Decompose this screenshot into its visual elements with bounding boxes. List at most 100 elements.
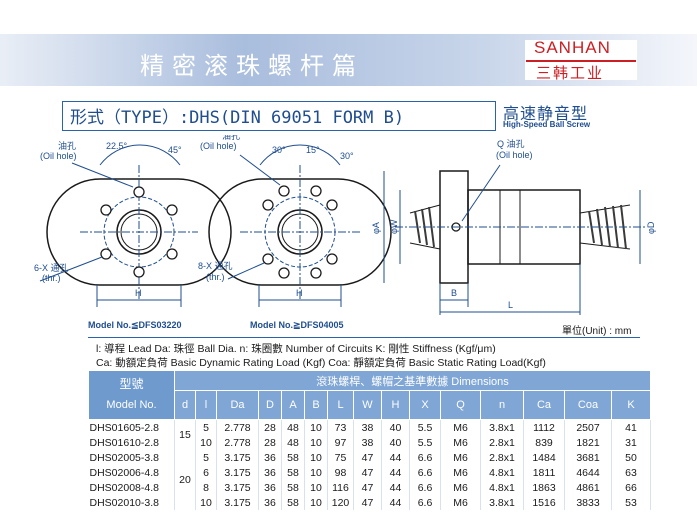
cell-k: 41 xyxy=(611,419,651,435)
table-header-row-1: 型號 Model No. 滾珠螺桿、螺帽之基準數據 Dimensions xyxy=(88,370,651,420)
oil-hole-label-mid-en: (Oil hole) xyxy=(200,141,237,151)
logo-underline xyxy=(526,60,636,62)
side-view-drawing xyxy=(383,164,645,315)
dim-h-left: H xyxy=(135,288,142,298)
cell-ca: 839 xyxy=(523,435,565,450)
cell-q: M6 xyxy=(440,450,481,465)
cell-h: 44 xyxy=(381,450,410,465)
dim-h-middle: H xyxy=(296,288,303,298)
col-header-coa: Coa xyxy=(564,390,612,420)
cell-ca: 1112 xyxy=(523,419,565,435)
cell-l: 120 xyxy=(327,495,354,510)
col-header-l: l xyxy=(195,390,217,420)
cell-coa: 3681 xyxy=(564,450,612,465)
cell-n: 4.8x1 xyxy=(480,465,524,480)
cell-h: 40 xyxy=(381,435,410,450)
logo-text-cn: 三韩工业 xyxy=(536,64,605,82)
col-header-ca: Ca xyxy=(523,390,565,420)
cell-d: 36 xyxy=(258,480,282,495)
cell-model: DHS02010-3.8 xyxy=(88,495,175,510)
cell-a: 58 xyxy=(281,465,305,480)
thru-hole-6x-label: 6-X 通孔 xyxy=(34,263,69,273)
col-header-a: A xyxy=(281,390,305,420)
unit-label: 單位(Unit) : mm xyxy=(562,326,632,337)
angle-30-label-b: 30° xyxy=(340,151,354,161)
cell-k: 63 xyxy=(611,465,651,480)
cell-model: DHS02006-4.8 xyxy=(88,465,175,480)
cell-n: 3.8x1 xyxy=(480,495,524,510)
dim-l: L xyxy=(508,300,513,310)
dimensions-header: 滾珠螺桿、螺帽之基準數據 Dimensions xyxy=(174,370,651,391)
cell-b: 10 xyxy=(304,450,328,465)
cell-q: M6 xyxy=(440,495,481,510)
cell-w: 38 xyxy=(353,435,382,450)
cell-ca: 1484 xyxy=(523,450,565,465)
col-header-d-nut: D xyxy=(258,390,282,420)
model-header-cn: 型號 xyxy=(119,377,144,391)
cell-d: 36 xyxy=(258,495,282,510)
cell-k: 31 xyxy=(611,435,651,450)
page-title: 精密滚珠螺杆篇 xyxy=(140,52,364,80)
cell-q: M6 xyxy=(440,465,481,480)
logo-text-en: SANHAN xyxy=(534,38,611,57)
dim-phi-w: φW xyxy=(389,219,399,234)
cell-b: 10 xyxy=(304,480,328,495)
cell-q: M6 xyxy=(440,419,481,435)
cell-b: 10 xyxy=(304,495,328,510)
type-subtitle-cn: 高速静音型 xyxy=(503,104,589,123)
cell-x: 5.5 xyxy=(409,419,441,435)
col-header-l-len: L xyxy=(327,390,354,420)
flange-drawing-8-hole xyxy=(208,144,392,307)
cell-da: 3.175 xyxy=(216,450,259,465)
cell-da: 3.175 xyxy=(216,480,259,495)
cell-l: 75 xyxy=(327,450,354,465)
cell-d: 36 xyxy=(258,465,282,480)
col-header-w: W xyxy=(353,390,382,420)
cell-coa: 4861 xyxy=(564,480,612,495)
cell-x: 5.5 xyxy=(409,435,441,450)
cell-model: DHS01605-2.8 xyxy=(88,419,175,435)
cell-da: 2.778 xyxy=(216,435,259,450)
angle-45-label: 45° xyxy=(168,145,182,155)
cell-l: 10 xyxy=(195,495,217,510)
cell-ca: 1863 xyxy=(523,480,565,495)
cell-k: 50 xyxy=(611,450,651,465)
cell-ca: 1516 xyxy=(523,495,565,510)
model-no-middle: Model No.≧DFS04005 xyxy=(250,320,344,330)
cell-x: 6.6 xyxy=(409,450,441,465)
cell-w: 38 xyxy=(353,419,382,435)
cell-l: 10 xyxy=(195,435,217,450)
cell-model: DHS01610-2.8 xyxy=(88,435,175,450)
type-header-box xyxy=(62,101,496,131)
cell-l: 5 xyxy=(195,419,217,435)
cell-d: 15 xyxy=(174,419,196,450)
cell-a: 58 xyxy=(281,480,305,495)
cell-da: 3.175 xyxy=(216,465,259,480)
technical-drawings: 油孔 (Oil hole) 22.5° 45° 6-X 通孔 (thr.) H … xyxy=(34,135,656,330)
model-header: 型號 Model No. xyxy=(88,370,175,420)
cell-l: 6 xyxy=(195,465,217,480)
type-header: 形式（TYPE）:DHS(DIN 69051 FORM B) xyxy=(70,108,405,128)
col-header-q: Q xyxy=(440,390,481,420)
cell-d: 36 xyxy=(258,450,282,465)
cell-k: 66 xyxy=(611,480,651,495)
cell-l: 8 xyxy=(195,480,217,495)
cell-w: 47 xyxy=(353,450,382,465)
cell-d: 28 xyxy=(258,435,282,450)
cell-x: 6.6 xyxy=(409,495,441,510)
cell-model: DHS02008-4.8 xyxy=(88,480,175,495)
cell-w: 47 xyxy=(353,480,382,495)
cell-coa: 4644 xyxy=(564,465,612,480)
cell-l: 98 xyxy=(327,465,354,480)
cell-a: 58 xyxy=(281,495,305,510)
spec-table: 型號 Model No. 滾珠螺桿、螺帽之基準數據 Dimensions d l… xyxy=(88,370,651,510)
cell-coa: 2507 xyxy=(564,419,612,435)
cell-coa: 1821 xyxy=(564,435,612,450)
cell-b: 10 xyxy=(304,435,328,450)
angle-22-5-label: 22.5° xyxy=(106,141,128,151)
col-header-n: n xyxy=(480,390,524,420)
col-header-x: X xyxy=(409,390,441,420)
cell-h: 44 xyxy=(381,495,410,510)
